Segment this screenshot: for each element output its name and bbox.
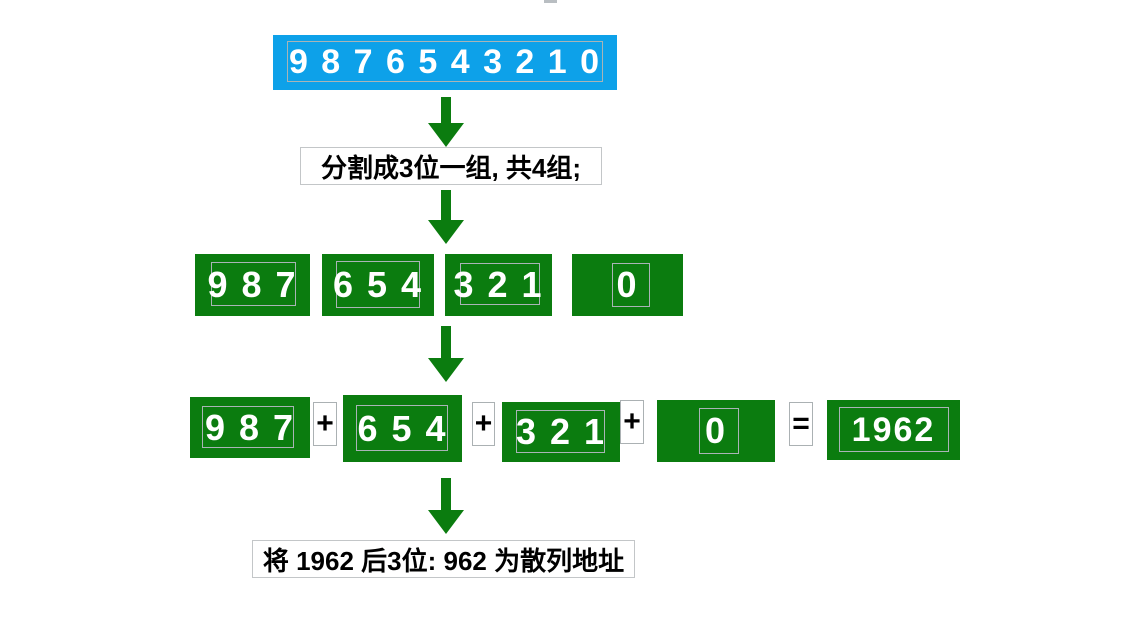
arrow-stem (441, 190, 451, 220)
sum-operand-654: 6 5 4 (343, 395, 462, 462)
arrow-stem (441, 97, 451, 123)
result-inner-frame (839, 407, 949, 452)
sum-digits: 9 8 7 (204, 406, 296, 448)
sum-digits: 3 2 1 (515, 411, 607, 452)
arrow-stem (441, 326, 451, 358)
arrow-head (428, 510, 464, 534)
plus-operator: + (472, 402, 495, 446)
input-inner-frame (287, 41, 603, 82)
sum-operand-987: 9 8 7 (190, 397, 310, 458)
group-inner-frame (612, 263, 650, 307)
result-digits: 1962 (851, 410, 936, 449)
group-box-321: 3 2 1 (445, 254, 552, 316)
sum-operand-0: 0 (657, 400, 775, 462)
group-digits: 9 8 7 (207, 264, 298, 305)
sum-inner-frame (699, 408, 739, 454)
arrow-head (428, 123, 464, 147)
group-digits: 3 2 1 (453, 264, 544, 305)
step1-label: 分割成3位一组, 共4组; (300, 147, 602, 185)
arrow-stem (441, 478, 451, 510)
input-digits: 9 8 7 6 5 4 3 2 1 0 (288, 43, 602, 81)
group-digits: 0 (616, 264, 639, 305)
cropped-artifact (544, 0, 557, 3)
arrow-head (428, 220, 464, 244)
arrow-head (428, 358, 464, 382)
step2-label: 将 1962 后3位: 962 为散列地址 (252, 540, 635, 578)
group-box-0: 0 (572, 254, 683, 316)
group-box-654: 6 5 4 (322, 254, 434, 316)
sum-operand-321: 3 2 1 (502, 402, 620, 462)
sum-result-box: 1962 (827, 400, 960, 460)
sum-digits: 6 5 4 (357, 407, 448, 449)
sum-inner-frame (202, 406, 294, 448)
equals-operator: = (789, 402, 813, 446)
sum-digits: 0 (704, 410, 728, 451)
plus-operator: + (313, 402, 337, 446)
sum-inner-frame (516, 410, 605, 453)
plus-operator: + (620, 400, 644, 444)
group-box-987: 9 8 7 (195, 254, 310, 316)
group-digits: 6 5 4 (332, 264, 424, 305)
group-inner-frame (460, 263, 540, 305)
group-inner-frame (336, 261, 420, 308)
sum-inner-frame (356, 405, 448, 451)
input-number-box: 9 8 7 6 5 4 3 2 1 0 (273, 35, 617, 90)
group-inner-frame (211, 262, 296, 306)
